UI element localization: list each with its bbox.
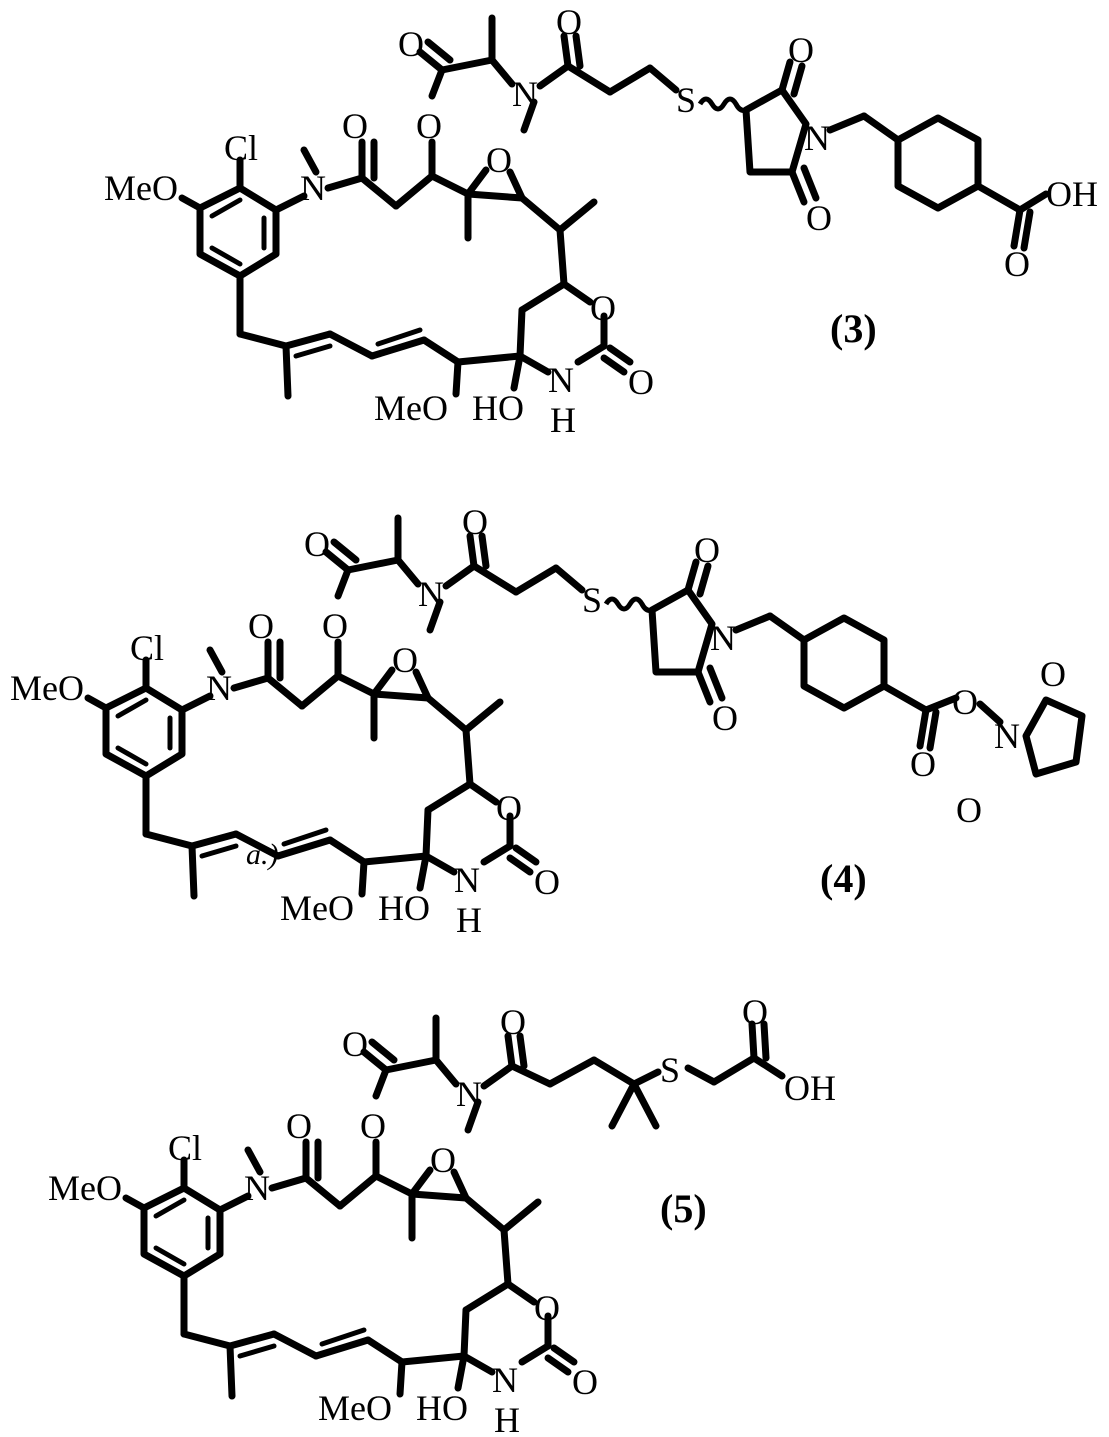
atom-oh: OH bbox=[784, 1068, 836, 1108]
atom-meo: MeO bbox=[104, 168, 178, 208]
atom-o: O bbox=[572, 1362, 598, 1402]
atom-meo: MeO bbox=[374, 388, 448, 428]
atom-o: O bbox=[534, 862, 560, 902]
atom-ho: HO bbox=[472, 388, 524, 428]
compound-label-4: (4) bbox=[820, 856, 867, 901]
compound-label-3: (3) bbox=[830, 306, 877, 351]
atom-o: O bbox=[712, 698, 738, 738]
atom-n: N bbox=[710, 618, 736, 658]
atom-n: N bbox=[244, 1168, 270, 1208]
atom-n: N bbox=[994, 716, 1020, 756]
atom-meo: MeO bbox=[318, 1388, 392, 1428]
atom-n: N bbox=[492, 1360, 518, 1400]
atom-n: N bbox=[804, 118, 830, 158]
atom-meo: MeO bbox=[280, 888, 354, 928]
atom-o: O bbox=[360, 1106, 386, 1146]
atom-s: S bbox=[660, 1050, 680, 1090]
atom-meo: MeO bbox=[10, 668, 84, 708]
compound-5-atoms: Cl MeO N O O O O N O S O OH O O N H MeO … bbox=[48, 992, 836, 1437]
atom-o: O bbox=[952, 682, 978, 722]
atom-o: O bbox=[628, 362, 654, 402]
atom-o: O bbox=[392, 640, 418, 680]
atom-o: O bbox=[1004, 244, 1030, 284]
atom-cl: Cl bbox=[224, 128, 258, 168]
atom-n: N bbox=[454, 860, 480, 900]
atom-o: O bbox=[556, 2, 582, 42]
atom-o: O bbox=[286, 1106, 312, 1146]
atom-o: O bbox=[742, 992, 768, 1032]
atom-o: O bbox=[806, 198, 832, 238]
atom-o: O bbox=[322, 606, 348, 646]
atom-o: O bbox=[486, 140, 512, 180]
atom-o: O bbox=[248, 606, 274, 646]
atom-ho: HO bbox=[416, 1388, 468, 1428]
atom-cl: Cl bbox=[130, 628, 164, 668]
atom-o: O bbox=[304, 524, 330, 564]
atom-meo: MeO bbox=[48, 1168, 122, 1208]
compound-4 bbox=[88, 518, 1082, 896]
atom-cl: Cl bbox=[168, 1128, 202, 1168]
atom-o: O bbox=[416, 106, 442, 146]
atom-o: O bbox=[956, 790, 982, 830]
atom-h: H bbox=[550, 400, 576, 440]
atom-o: O bbox=[910, 744, 936, 784]
atom-s: S bbox=[582, 580, 602, 620]
atom-s: S bbox=[676, 80, 696, 120]
atom-n: N bbox=[300, 168, 326, 208]
atom-o: O bbox=[788, 30, 814, 70]
atom-o: O bbox=[1040, 654, 1066, 694]
atom-o: O bbox=[500, 1002, 526, 1042]
compound-label-5: (5) bbox=[660, 1186, 707, 1231]
annotation-a: a.) bbox=[246, 838, 279, 871]
atom-h: H bbox=[456, 900, 482, 940]
atom-ho: HO bbox=[378, 888, 430, 928]
atom-o: O bbox=[462, 502, 488, 542]
atom-n: N bbox=[456, 1074, 482, 1114]
atom-o: O bbox=[430, 1140, 456, 1180]
atom-oh: OH bbox=[1046, 174, 1098, 214]
atom-h: H bbox=[494, 1400, 520, 1437]
atom-o: O bbox=[590, 288, 616, 328]
atom-o: O bbox=[496, 788, 522, 828]
compound-3-atoms: Cl MeO N O O O O N O S O N O OH O O O N … bbox=[104, 2, 1098, 440]
atom-o: O bbox=[534, 1288, 560, 1328]
atom-o: O bbox=[694, 530, 720, 570]
atom-o: O bbox=[342, 1024, 368, 1064]
atom-n: N bbox=[206, 668, 232, 708]
atom-o: O bbox=[342, 106, 368, 146]
atom-n: N bbox=[418, 574, 444, 614]
atom-n: N bbox=[512, 74, 538, 114]
atom-n: N bbox=[548, 360, 574, 400]
atom-o: O bbox=[398, 24, 424, 64]
